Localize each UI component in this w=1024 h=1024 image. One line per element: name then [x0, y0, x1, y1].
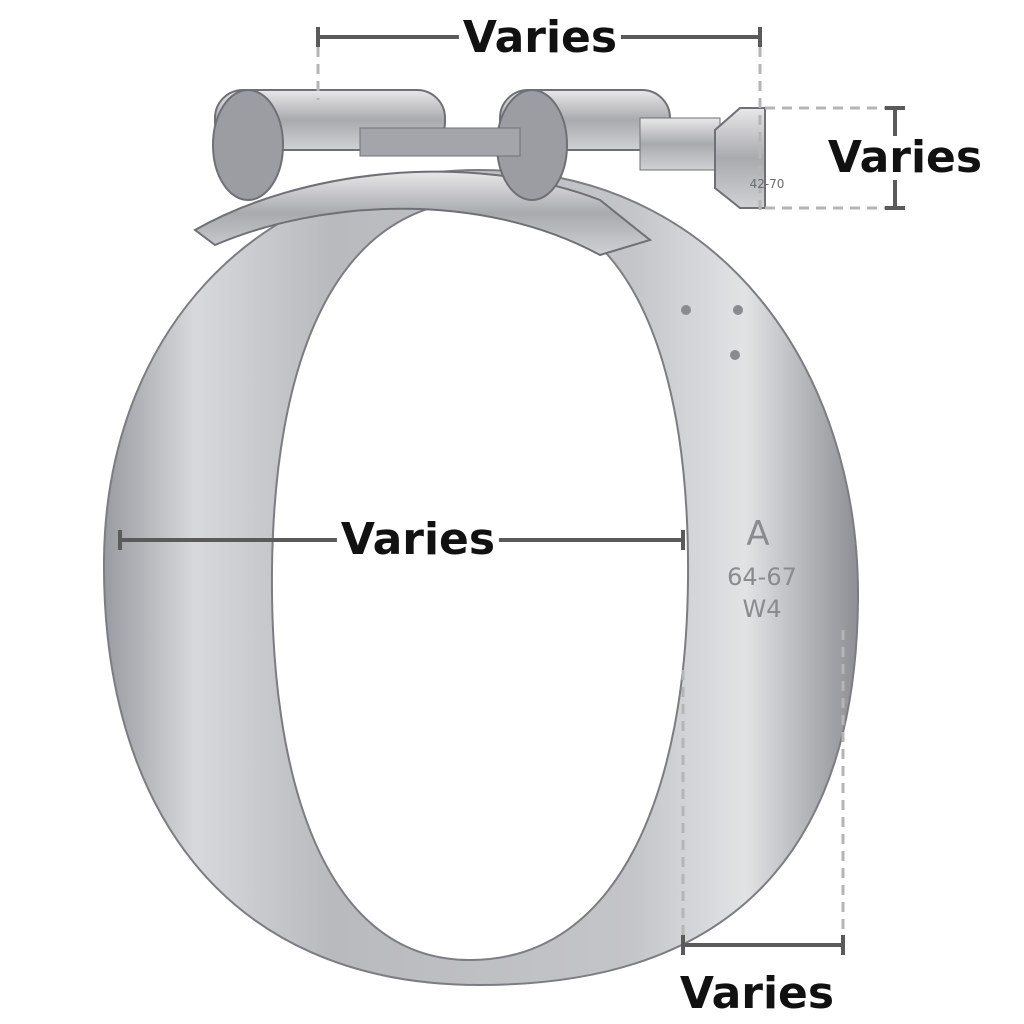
material-stamp: W4: [743, 595, 782, 623]
logo-stamp: A: [746, 514, 769, 554]
bolt-shaft: [639, 117, 721, 171]
inner-diameter-label: Varies: [336, 518, 500, 562]
top-width-label: Varies: [458, 16, 622, 60]
bolt-head: [714, 107, 766, 209]
bolt-size-label: Varies: [823, 136, 987, 180]
bolt-stamp: 42-70: [750, 177, 785, 191]
threaded-rod: [359, 127, 521, 157]
band-width-label: Varies: [675, 972, 839, 1016]
clamp-band: [102, 168, 860, 987]
range-stamp: 64-67: [727, 563, 797, 591]
dashed-guides: [316, 47, 885, 935]
